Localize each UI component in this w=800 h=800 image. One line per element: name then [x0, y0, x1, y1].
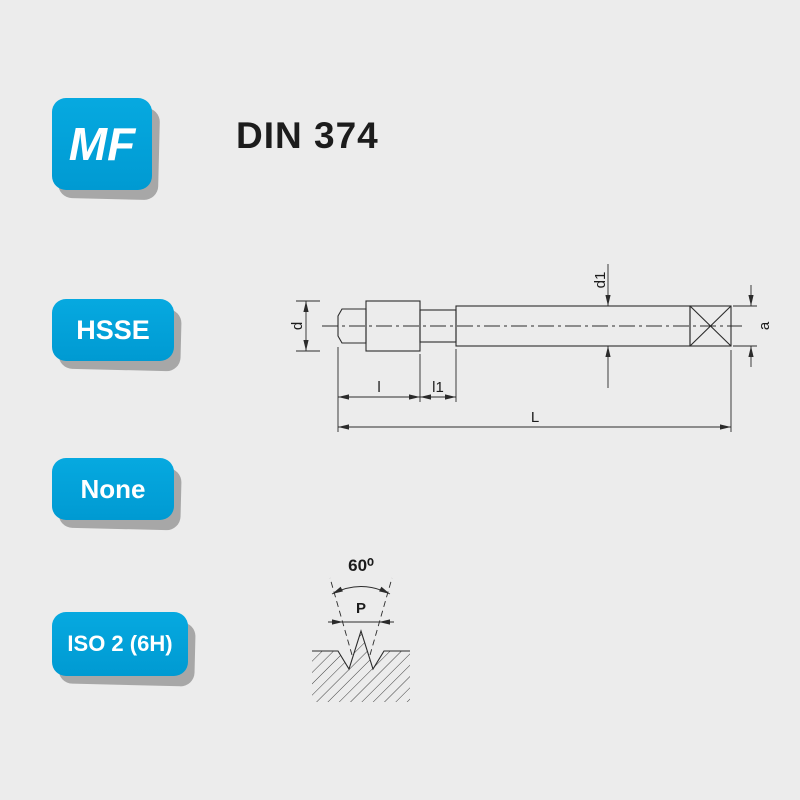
badge-face: HSSE	[52, 299, 174, 361]
thread-profile-outline	[312, 629, 410, 671]
dim-label-L: L	[531, 409, 539, 426]
dimension-arrows	[303, 295, 754, 430]
thread-type-badge[interactable]: MF	[52, 98, 161, 201]
hatching	[312, 631, 410, 702]
dim-label-d: d	[289, 322, 306, 330]
tolerance-badge[interactable]: ISO 2 (6H)	[52, 612, 196, 687]
coating-label: None	[80, 473, 146, 504]
dim-label-l: l	[377, 379, 380, 396]
dimension-lines	[296, 264, 757, 432]
angle-arrows	[330, 586, 392, 597]
square-diagonal	[689, 305, 732, 347]
coating-badge[interactable]: None	[52, 458, 182, 531]
technical-drawing: d l l1 L d1 a 60⁰ P	[289, 264, 773, 702]
badge-face: MF	[52, 98, 152, 190]
flank-extension-right	[369, 577, 393, 656]
flank-extension-left	[329, 577, 353, 656]
tap-side-view	[322, 300, 742, 352]
material-label: HSSE	[76, 314, 150, 345]
material-badge[interactable]: HSSE	[52, 299, 182, 372]
tolerance-label: ISO 2 (6H)	[67, 631, 173, 656]
dim-label-l1: l1	[432, 379, 444, 396]
badge-face: ISO 2 (6H)	[52, 612, 188, 676]
thread-profile-view: 60⁰ P	[312, 556, 410, 702]
angle-label: 60⁰	[348, 556, 374, 575]
standard-title: DIN 374	[236, 115, 379, 156]
tap-square-end	[689, 305, 732, 347]
dim-label-a: a	[756, 321, 773, 330]
badge-face: None	[52, 458, 174, 520]
pitch-label: P	[356, 600, 366, 617]
thread-type-label: MF	[68, 118, 136, 170]
dim-label-d1: d1	[592, 272, 609, 289]
